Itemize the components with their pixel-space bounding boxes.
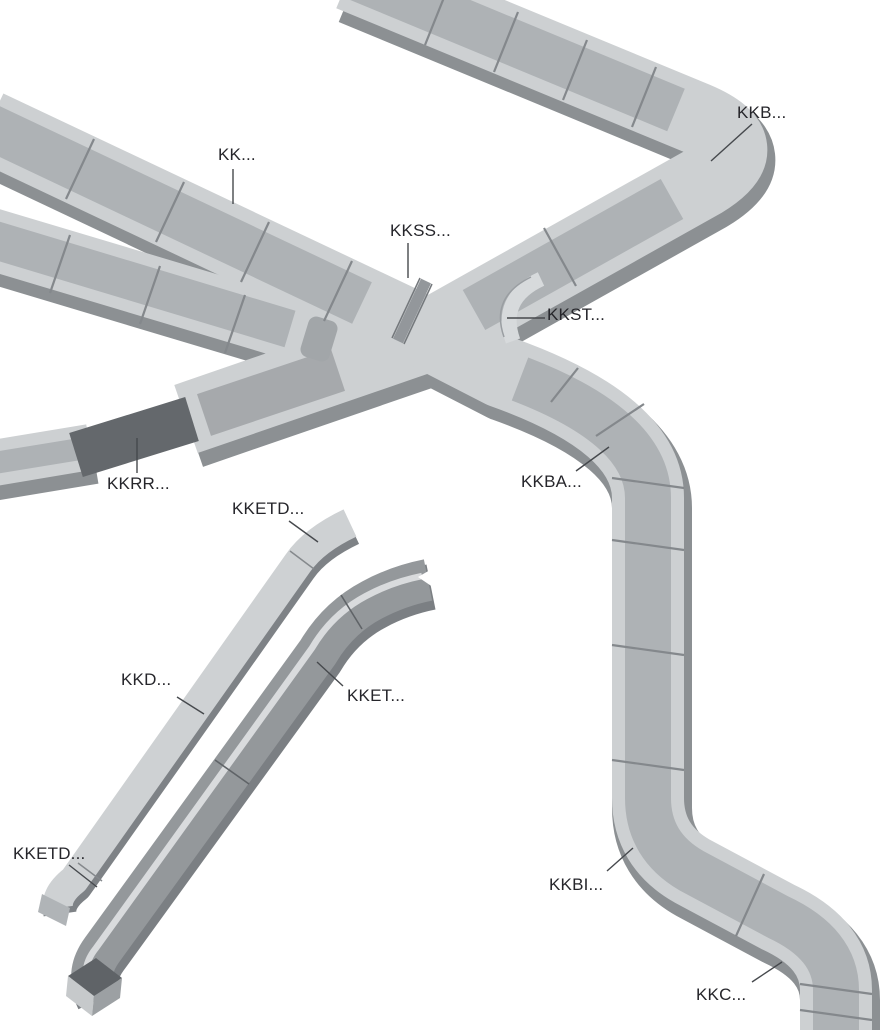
leader-lines bbox=[68, 123, 783, 983]
joint-marks bbox=[48, 0, 873, 1022]
part-label-kkd: KKD... bbox=[121, 670, 172, 689]
adjustable-piece-wall bbox=[501, 272, 545, 344]
cover-strip-kkd bbox=[42, 509, 357, 911]
channel-end-notch bbox=[418, 559, 449, 598]
leader-kkbi bbox=[606, 847, 634, 872]
part-label-kkrr: KKRR... bbox=[107, 474, 170, 493]
branch-shading bbox=[196, 349, 346, 436]
leader-kket bbox=[316, 661, 344, 687]
reducer-piece bbox=[69, 397, 199, 477]
leader-kkd bbox=[176, 696, 205, 715]
part-label-kketd-top: KKETD... bbox=[232, 499, 305, 518]
duct-open-end bbox=[300, 316, 338, 362]
leader-kketd-bottom bbox=[68, 864, 98, 888]
special-pieces bbox=[69, 272, 545, 477]
part-label-kkst: KKST... bbox=[547, 305, 606, 324]
channel-end-opening bbox=[68, 958, 122, 996]
leader-kkba bbox=[575, 446, 610, 472]
part-label-kkc: KKC... bbox=[696, 985, 747, 1004]
part-label-kket: KKET... bbox=[347, 686, 406, 705]
part-label-kk: KK... bbox=[218, 145, 256, 164]
part-label-kkba: KKBA... bbox=[521, 472, 582, 491]
leader-kkb bbox=[710, 123, 753, 162]
leader-kkc bbox=[751, 961, 783, 983]
loose-parts-assembly bbox=[38, 509, 449, 1016]
part-label-kketd-bottom: KKETD... bbox=[13, 844, 86, 863]
leader-kketd-top bbox=[288, 520, 319, 543]
duct-top-run-and-flat-bend bbox=[336, 0, 768, 367]
cover-strip-end-lip bbox=[38, 894, 70, 926]
part-label-kkss: KKSS... bbox=[390, 221, 451, 240]
part-label-kkbi: KKBI... bbox=[549, 875, 604, 894]
part-label-kkb: KKB... bbox=[737, 103, 787, 122]
coupler-collar bbox=[393, 278, 431, 344]
